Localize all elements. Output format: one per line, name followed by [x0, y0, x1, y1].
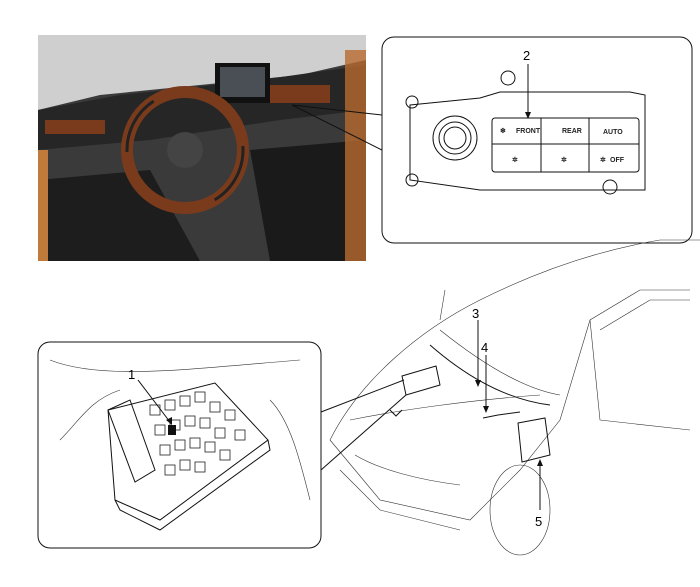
rear-defrost-button-label: REAR — [562, 128, 582, 135]
fan-icon: ✲ — [600, 156, 606, 164]
off-button-label: OFF — [610, 157, 625, 164]
defrost-icon: ❄ — [500, 127, 506, 135]
leader-line — [291, 104, 383, 151]
callout-1: 1 — [128, 367, 135, 382]
front-defrost-button-label: FRONT — [516, 128, 541, 135]
auto-button-label: AUTO — [603, 129, 623, 136]
fuse-box-callout: 1 — [37, 341, 322, 549]
leader-line — [320, 379, 405, 413]
callout-arrow — [137, 379, 171, 423]
fan-low-icon: ✲ — [512, 156, 518, 164]
callout-4: 4 — [481, 340, 488, 355]
control-panel-callout: FRONT REAR AUTO OFF ❄ ✲ ✲ ✲ 2 — [381, 36, 693, 244]
callout-5: 5 — [535, 514, 542, 529]
vehicle-drawing: 3 4 5 — [329, 239, 700, 556]
callout-2: 2 — [523, 48, 530, 63]
leader-line — [291, 104, 383, 116]
interior-photo — [38, 35, 366, 261]
leader-line — [320, 394, 407, 471]
fan-high-icon: ✲ — [561, 156, 567, 164]
callout-3: 3 — [472, 306, 479, 321]
